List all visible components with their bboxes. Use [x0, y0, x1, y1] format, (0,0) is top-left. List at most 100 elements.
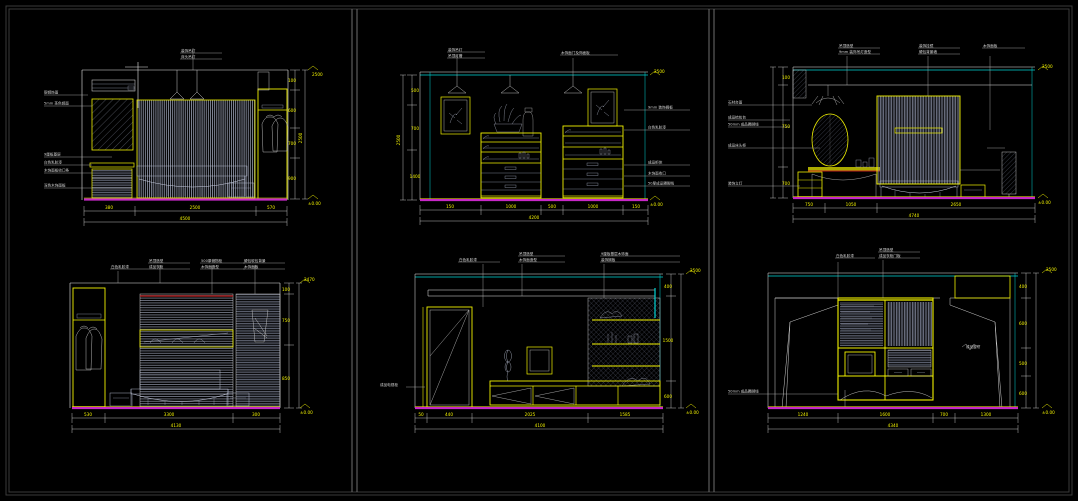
panel-2-bottom[interactable]: 白色乳胶漆 吊顶造型 木饰面造型 9厘板基层木饰面 装饰搁板 成品电视柜 50 … [380, 251, 701, 433]
air-conditioner-unit [91, 79, 136, 92]
svg-text:2500: 2500 [690, 268, 701, 273]
ceiling-line-p2b [414, 273, 663, 408]
dim-chain-left-p2t [400, 74, 417, 201]
dim-chain-bottom-p2t [419, 205, 649, 225]
elevation-markers-p2t: 2500 ±0.00 [649, 69, 665, 207]
svg-text:100: 100 [282, 287, 290, 292]
floor-line-p1b [72, 406, 280, 410]
ceiling-line-p2t [419, 71, 648, 200]
svg-text:装饰吊灯: 装饰吊灯 [448, 47, 463, 52]
svg-text:2500: 2500 [1042, 64, 1053, 69]
note-labels-p3b: 白色乳胶漆 吊顶造型 成品衣柜门板 50mm 成品踢脚线 成品窗帘 [728, 247, 981, 394]
svg-text:50: 50 [418, 412, 424, 417]
svg-text:成品床头柜: 成品床头柜 [728, 143, 746, 148]
svg-text:装饰立灯: 装饰立灯 [728, 181, 743, 186]
svg-text:深色木饰面板: 深色木饰面板 [44, 183, 66, 188]
svg-text:570: 570 [267, 205, 275, 210]
svg-text:2500: 2500 [1046, 267, 1057, 272]
floor-line-p2b [415, 406, 663, 410]
svg-text:1000: 1000 [506, 204, 517, 209]
svg-text:4130: 4130 [171, 423, 182, 428]
svg-text:1500: 1500 [663, 338, 674, 343]
svg-text:吊顶造型: 吊顶造型 [149, 258, 164, 263]
svg-text:±0.00: ±0.00 [1042, 410, 1055, 415]
svg-text:2500: 2500 [312, 72, 323, 77]
svg-text:木饰面门及饰面板: 木饰面门及饰面板 [561, 50, 590, 55]
svg-text:100: 100 [288, 78, 296, 83]
bottle-decor-p2t [518, 151, 530, 159]
svg-text:木饰面板收口条: 木饰面板收口条 [44, 168, 70, 173]
framed-picture-left-p2t [440, 96, 471, 135]
svg-text:750: 750 [282, 318, 290, 323]
svg-text:4100: 4100 [535, 423, 546, 428]
panel-1-bottom[interactable]: 白色乳胶漆 吊顶造型 成品衣柜 500厚储物柜 木饰面造型 硬包软包背景 木饰面… [69, 258, 315, 433]
svg-text:2500: 2500 [396, 134, 401, 145]
svg-text:9mm 装饰搁板: 9mm 装饰搁板 [648, 105, 673, 110]
panel-3-top[interactable]: 吊顶造型 9mm 装饰吊灯造型 装饰挂镜 硬包背景墙 木饰面板 石材台面 成品梳… [728, 43, 1053, 223]
svg-text:440: 440 [445, 412, 453, 417]
cabinet-right-p2t [562, 125, 624, 199]
floor-lamp-p3t [1001, 151, 1017, 199]
cosmetics-decor-p3t [855, 157, 875, 168]
svg-text:9厘板基层: 9厘板基层 [44, 152, 61, 157]
feature-wall-striped-p1b [139, 293, 234, 408]
panel-2-top[interactable]: 装饰吊灯 吊顶灯槽 木饰面门及饰面板 9mm 装饰搁板 白色乳胶漆 成品柜体 木… [396, 47, 690, 225]
mirror-panel-p1t [91, 98, 134, 151]
hanging-clothes-p1b [75, 325, 103, 371]
feature-wall-striped-p1t [136, 99, 256, 199]
note-labels-p1b: 白色乳胶漆 吊顶造型 成品衣柜 500厚储物柜 木饰面造型 硬包软包背景 木饰面… [111, 258, 266, 269]
bed-p1t [136, 165, 255, 198]
dim-chain-bottom-p3t [792, 203, 1036, 223]
dim-chain-right-p1t [290, 69, 308, 200]
dim-values-left-p3t: 100 750 700 [782, 75, 790, 186]
svg-text:4200: 4200 [529, 215, 540, 220]
svg-text:白色乳胶漆: 白色乳胶漆 [459, 257, 477, 262]
svg-text:1000: 1000 [588, 204, 599, 209]
dim-chain-right-p1b [284, 282, 302, 409]
svg-text:木饰面收口: 木饰面收口 [648, 171, 666, 176]
svg-text:硬包软包背景: 硬包软包背景 [244, 258, 266, 263]
shelf-wall-hatched-p2b [587, 288, 661, 387]
svg-text:白色乳胶漆: 白色乳胶漆 [111, 264, 129, 269]
elevation-markers-p2b: 2500 ±0.00 [685, 268, 701, 415]
svg-text:成品柜体: 成品柜体 [648, 160, 663, 165]
note-labels-p2b: 白色乳胶漆 吊顶造型 木饰面造型 9厘板基层木饰面 装饰搁板 成品电视柜 [380, 251, 629, 387]
elevation-markers-p3t: 2500 ±0.00 [1037, 64, 1053, 205]
panel-1-top[interactable]: 银镜饰面 5mm 茶色镜面 9厘板基层 白色乳胶漆 木饰面板收口条 深色木饰面板… [44, 48, 323, 226]
svg-text:380: 380 [105, 205, 113, 210]
svg-text:吊顶造型: 吊顶造型 [519, 251, 534, 256]
svg-text:1240: 1240 [798, 412, 809, 417]
bed-p3t [879, 180, 986, 199]
svg-text:400: 400 [1019, 284, 1027, 289]
svg-text:1050: 1050 [846, 202, 857, 207]
svg-text:木饰面板: 木饰面板 [983, 43, 998, 48]
svg-text:300: 300 [252, 412, 260, 417]
svg-text:500厚储物柜: 500厚储物柜 [201, 258, 223, 263]
svg-text:±0.00: ±0.00 [686, 410, 699, 415]
svg-text:硬包背景墙: 硬包背景墙 [919, 49, 937, 54]
dim-chain-left-p3t [770, 66, 788, 199]
svg-text:700: 700 [288, 141, 296, 146]
tv-cabinet-p2b [489, 380, 661, 406]
svg-text:成品衣柜: 成品衣柜 [149, 264, 164, 269]
svg-text:石材台面: 石材台面 [728, 100, 743, 105]
svg-text:750: 750 [782, 124, 790, 129]
svg-text:白色乳胶漆: 白色乳胶漆 [648, 125, 666, 130]
svg-text:白色乳胶漆: 白色乳胶漆 [836, 253, 854, 258]
panel-3-bottom[interactable]: 白色乳胶漆 吊顶造型 成品衣柜门板 50mm 成品踢脚线 成品窗帘 1240 1… [728, 247, 1057, 433]
dim-chain-bottom-p1t [83, 206, 288, 226]
svg-text:1300: 1300 [981, 412, 992, 417]
svg-text:木饰面造型: 木饰面造型 [519, 257, 537, 262]
break-symbol-p3b [961, 343, 979, 351]
svg-text:木饰面板: 木饰面板 [244, 264, 259, 269]
dim-chain-right-p2b [666, 273, 684, 409]
note-labels-p2t: 装饰吊灯 吊顶灯槽 木饰面门及饰面板 9mm 装饰搁板 白色乳胶漆 成品柜体 木… [448, 47, 675, 186]
pendant-lamp-group-p2t [447, 75, 583, 94]
svg-text:床头吊灯: 床头吊灯 [181, 54, 196, 59]
leader-notes-p2t [447, 51, 690, 187]
svg-text:5mm 茶色镜面: 5mm 茶色镜面 [44, 101, 69, 106]
decor-hanging-p1b [251, 309, 269, 343]
headboard-wall-striped-p3t [876, 95, 961, 185]
